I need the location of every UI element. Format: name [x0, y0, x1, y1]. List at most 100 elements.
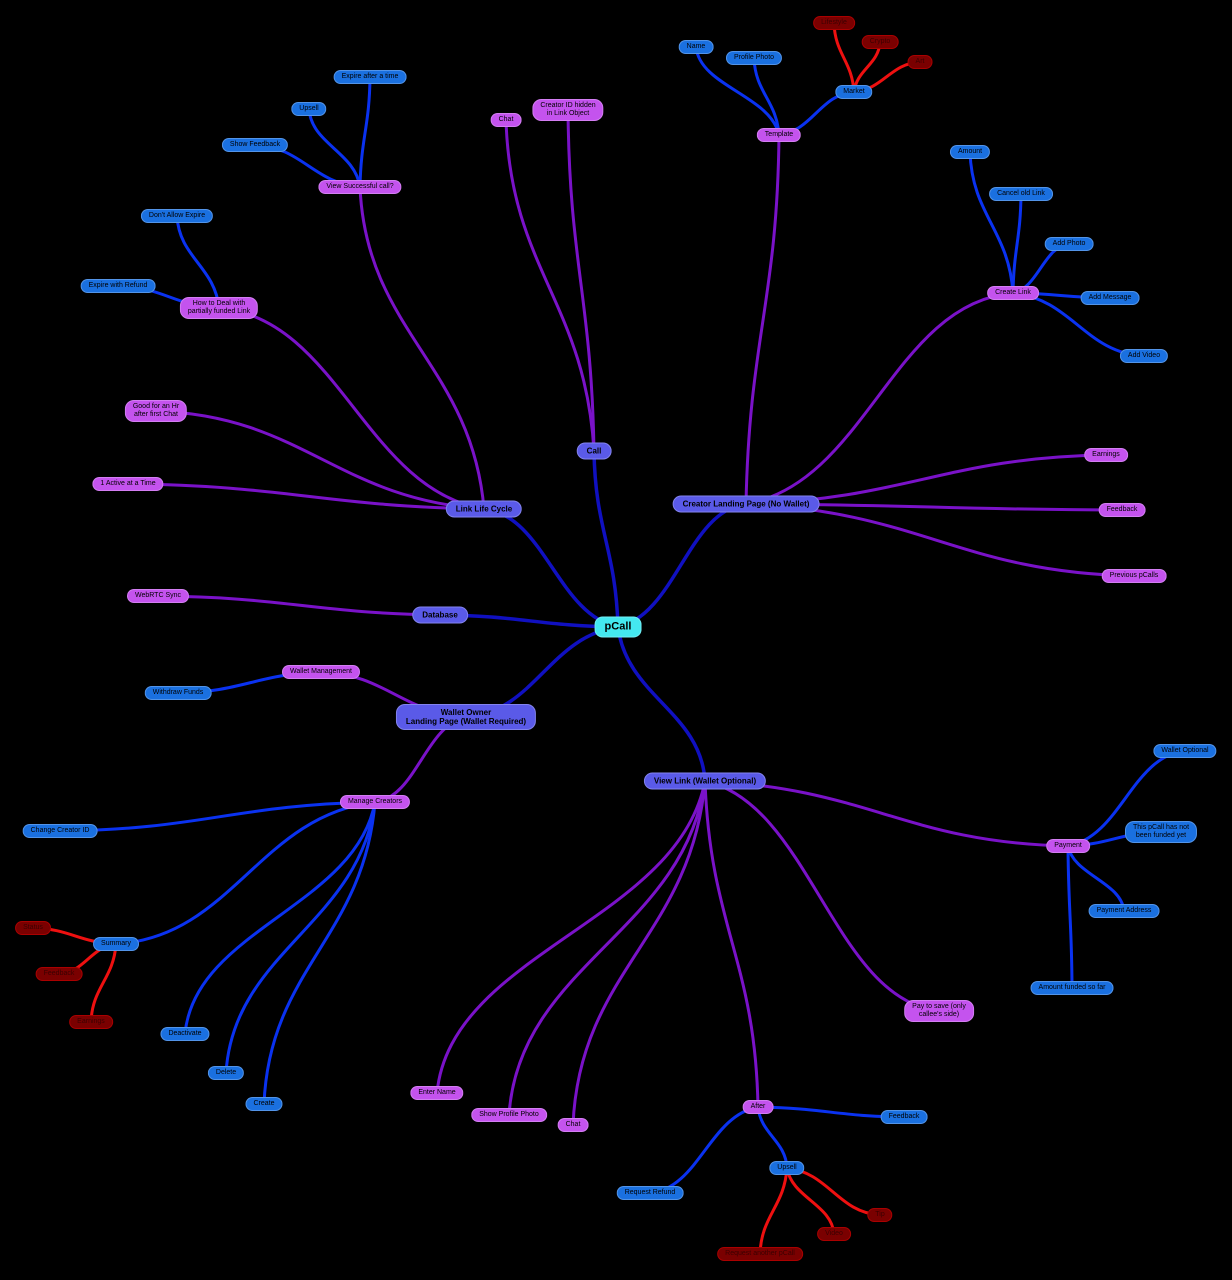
node-ups-r1[interactable]: Tip: [867, 1208, 893, 1222]
connector-view_link-after: [703, 779, 760, 1109]
connector-summary-sum_r3: [89, 942, 118, 1024]
connector-view_link-chat_bottom: [571, 779, 707, 1127]
connector-view_link-enter_name: [435, 779, 707, 1095]
node-amount[interactable]: Amount: [949, 145, 991, 159]
connector-upsell_after-ups_r3: [758, 1166, 789, 1256]
connector-payment-amount_funded: [1066, 844, 1074, 990]
node-payment[interactable]: Payment: [1046, 839, 1090, 853]
node-manage-creators[interactable]: Manage Creators: [339, 795, 411, 809]
node-summary[interactable]: Summary: [93, 937, 139, 951]
node-expire-time[interactable]: Expire after a time: [333, 70, 407, 84]
node-name[interactable]: Name: [678, 40, 714, 54]
node-template[interactable]: Template: [756, 128, 802, 142]
node-feedback-cl[interactable]: Feedback: [1098, 503, 1146, 517]
node-root[interactable]: pCall: [594, 616, 642, 638]
connector-creator_landing-create_link: [744, 291, 1015, 506]
connector-root-call: [592, 449, 620, 629]
node-upsell-top[interactable]: Upsell: [291, 102, 327, 116]
node-request-refund[interactable]: Request Refund: [616, 1186, 684, 1200]
node-call[interactable]: Call: [576, 442, 612, 460]
node-ups-r2[interactable]: Video: [817, 1227, 851, 1241]
connector-creator_landing-template: [744, 133, 781, 506]
node-sum-r3[interactable]: Earnings: [69, 1015, 113, 1029]
node-sum-r1[interactable]: Status: [15, 921, 51, 935]
node-chat-top[interactable]: Chat: [490, 113, 522, 127]
connector-view_link-show_profile: [507, 779, 707, 1117]
node-wallet-mgmt[interactable]: Wallet Management: [282, 665, 360, 679]
node-database[interactable]: Database: [412, 606, 468, 624]
node-partial[interactable]: How to Deal with partially funded Link: [179, 297, 259, 319]
connector-database-webrtc: [156, 594, 442, 617]
node-good-hr[interactable]: Good for an Hr after first Chat: [124, 400, 188, 422]
node-webrtc[interactable]: WebRTC Sync: [126, 589, 190, 603]
node-prev-pcalls[interactable]: Previous pCalls: [1101, 569, 1167, 583]
node-create-link[interactable]: Create Link: [987, 286, 1039, 300]
connector-view_success-upsell_top: [307, 107, 362, 189]
node-expire-refund[interactable]: Expire with Refund: [80, 279, 156, 293]
node-delete[interactable]: Delete: [207, 1066, 245, 1080]
connector-lines: [31, 21, 1187, 1256]
connector-manage_creators-summary: [114, 800, 377, 946]
connector-create_link-amount: [968, 150, 1015, 295]
connector-manage_creators-change_creator: [58, 800, 377, 833]
node-pay-address[interactable]: Payment Address: [1088, 904, 1160, 918]
node-link-life[interactable]: Link Life Cycle: [445, 500, 523, 518]
node-show-feedback[interactable]: Show Feedback: [221, 138, 289, 152]
node-after[interactable]: After: [742, 1100, 774, 1114]
connector-root-link_life: [482, 507, 620, 629]
node-chat-bottom[interactable]: Chat: [557, 1118, 589, 1132]
connector-root-view_link: [616, 625, 707, 783]
node-withdraw[interactable]: Withdraw Funds: [144, 686, 212, 700]
node-amount-funded[interactable]: Amount funded so far: [1030, 981, 1114, 995]
connector-link_life-partial: [217, 306, 486, 511]
node-wallet-optional[interactable]: Wallet Optional: [1153, 744, 1217, 758]
node-enter-name[interactable]: Enter Name: [410, 1086, 464, 1100]
node-not-funded[interactable]: This pCall has not been funded yet: [1124, 821, 1198, 843]
node-create[interactable]: Create: [245, 1097, 283, 1111]
node-feedback-after[interactable]: Feedback: [880, 1110, 928, 1124]
connector-market-market_r1: [832, 21, 856, 94]
node-earnings[interactable]: Earnings: [1084, 448, 1128, 462]
connector-payment-pay_address: [1066, 844, 1126, 913]
node-sum-r2[interactable]: Feedback: [35, 967, 83, 981]
connector-call-creator_hidden: [566, 108, 596, 453]
node-show-profile[interactable]: Show Profile Photo: [471, 1108, 547, 1122]
node-wallet-owner[interactable]: Wallet Owner Landing Page (Wallet Requir…: [395, 704, 537, 730]
connector-manage_creators-delete: [224, 800, 377, 1075]
connector-view_link-pay_save: [703, 779, 941, 1013]
connector-template-name: [694, 45, 781, 137]
connector-after-upsell_after: [756, 1105, 789, 1170]
node-pay-save[interactable]: Pay to save (only callee's side): [904, 1000, 974, 1022]
node-creator-landing[interactable]: Creator Landing Page (No Wallet): [672, 495, 820, 513]
connector-upsell_after-ups_r2: [785, 1166, 836, 1236]
node-market-r3[interactable]: Art: [907, 55, 933, 69]
node-change-creator[interactable]: Change Creator ID: [22, 824, 98, 838]
connector-template-profile_photo: [752, 56, 781, 137]
node-profile-photo[interactable]: Profile Photo: [725, 51, 783, 65]
connector-link_life-good_hr: [154, 409, 486, 511]
node-add-video[interactable]: Add Video: [1119, 349, 1169, 363]
node-upsell-after[interactable]: Upsell: [769, 1161, 805, 1175]
connector-link_life-view_success: [358, 185, 486, 511]
connector-after-request_refund: [648, 1105, 760, 1195]
node-one-active[interactable]: 1 Active at a Time: [92, 477, 164, 491]
connector-link_life-one_active: [126, 482, 486, 511]
node-add-message[interactable]: Add Message: [1080, 291, 1140, 305]
node-view-link[interactable]: View Link (Wallet Optional): [643, 772, 767, 790]
node-deactivate[interactable]: Deactivate: [160, 1027, 210, 1041]
connector-partial-dont_expire: [175, 214, 221, 310]
node-market[interactable]: Market: [835, 85, 873, 99]
node-market-r2[interactable]: Crypto: [861, 35, 899, 49]
node-creator-hidden[interactable]: Creator ID hidden in Link Object: [532, 99, 604, 121]
connector-call-chat_top: [504, 118, 596, 453]
node-cancel-old[interactable]: Cancel old Link: [989, 187, 1053, 201]
node-view-success[interactable]: View Successful call?: [318, 180, 402, 194]
connector-view_success-expire_time: [358, 75, 372, 189]
connector-manage_creators-deactivate: [183, 800, 377, 1036]
connector-create_link-cancel_old: [1011, 192, 1023, 295]
node-dont-expire[interactable]: Don't Allow Expire: [140, 209, 214, 223]
node-market-r1[interactable]: Lifestyle: [813, 16, 855, 30]
connector-creator_landing-prev_pcalls: [744, 502, 1136, 578]
node-add-photo[interactable]: Add Photo: [1044, 237, 1094, 251]
node-ups-r3[interactable]: Request another pCall: [717, 1247, 803, 1261]
